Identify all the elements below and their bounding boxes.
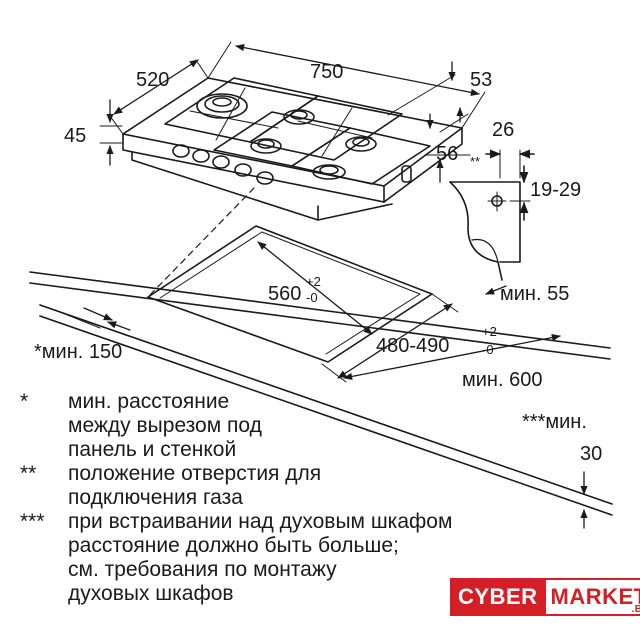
- footnote-1: * мин. расстояние между вырезом под пане…: [20, 390, 580, 462]
- min-side-label: *мин. 150: [34, 341, 122, 363]
- min-oven-label: ***мин.: [522, 411, 587, 433]
- gas-connection-detail: [449, 149, 535, 281]
- logo-cyber-text: CYBER: [450, 578, 544, 616]
- footnote-mark: **: [20, 462, 37, 485]
- footnote-3: *** при встраивании над духовым шкафом р…: [20, 510, 580, 606]
- cutout-depth-tol-minus: -0: [482, 342, 494, 357]
- cutout-depth-value: 480-490: [376, 335, 449, 357]
- cutout-width-value: 560: [268, 283, 301, 305]
- cutout-depth-tol-plus: +2: [482, 324, 497, 339]
- side-offset-label: 53: [470, 69, 492, 91]
- hob-drawing: [122, 77, 463, 221]
- cutout-depth-label: 480-490: [376, 335, 449, 357]
- logo-tld-text: .BY: [631, 604, 640, 615]
- logo-market-box: MARKET .BY: [543, 578, 640, 616]
- min-oven-value-label: 30: [580, 443, 602, 465]
- cutout-width-label: 560: [268, 283, 301, 305]
- cutout-width-tol-minus: -0: [306, 290, 318, 305]
- control-knobs: [172, 144, 274, 185]
- burner-front-middle: [250, 138, 282, 154]
- footnote-mark: ***: [20, 510, 45, 533]
- hob-height-label: 45: [64, 125, 86, 147]
- hob-depth-label: 520: [136, 69, 169, 91]
- burner-wok: [196, 93, 248, 119]
- logo-market-text: MARKET: [550, 584, 640, 609]
- dimension-labels: 750 520 45 53 56 26 19-29 ** 560 +2 -0 4…: [34, 61, 602, 465]
- hob-dimension-lines: [99, 41, 486, 183]
- burner-rear-right: [345, 136, 377, 152]
- footnote-text: при встраивании над духовым шкафом расст…: [68, 510, 453, 605]
- burner-front-right: [312, 164, 346, 180]
- min-counter-label: мин. 600: [462, 369, 542, 391]
- cutout-width-tol-plus: +2: [306, 274, 321, 289]
- footnotes: * мин. расстояние между вырезом под пане…: [20, 390, 580, 606]
- gas-x-label: 26: [492, 119, 514, 141]
- gas-marker-label: **: [470, 154, 480, 169]
- burner-rear-middle: [283, 109, 315, 125]
- min-front-label: мин. 55: [500, 283, 569, 305]
- hob-width-label: 750: [310, 61, 343, 83]
- footnote-2: ** положение отверстия для подключения г…: [20, 462, 580, 510]
- footnote-text: мин. расстояние между вырезом под панель…: [68, 390, 262, 461]
- countertop-dimension-lines: [59, 241, 588, 529]
- cybermarket-logo[interactable]: CYBER MARKET .BY: [450, 578, 640, 616]
- footnote-mark: *: [20, 390, 29, 413]
- footnote-text: положение отверстия для подключения газа: [68, 462, 322, 509]
- gas-y-label: 19-29: [530, 179, 581, 201]
- burner-offset-label: 56: [436, 143, 458, 165]
